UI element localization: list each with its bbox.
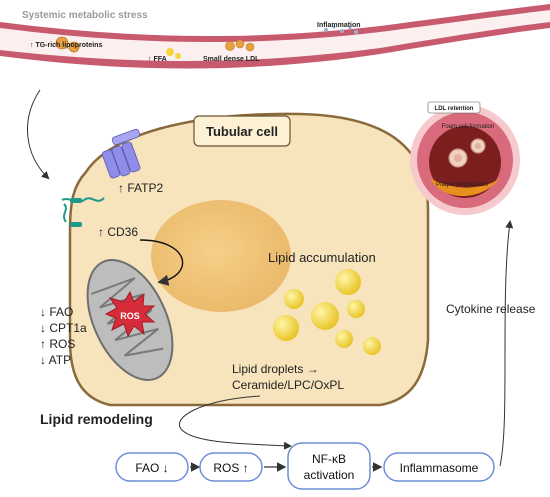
ffa-label: ↑ FFA	[148, 56, 167, 63]
artery-cross-section: LDL retention Foam cell formation Plaque…	[410, 101, 520, 215]
cell-title: Tubular cell	[206, 124, 278, 139]
plaque	[430, 178, 500, 197]
pathway-step-nfkb-line2: activation	[304, 468, 355, 482]
blood-vessel: Systemic metabolic stress ↑ TG-rich lipo…	[0, 4, 550, 69]
tg-lipoprotein-label: ↑ TG-rich lipoproteins	[30, 42, 102, 49]
lipid-accumulation-label: Lipid accumulation	[268, 250, 376, 265]
pathway-step-inflammasome: Inflammasome	[400, 461, 479, 475]
lipid-droplets-label: Lipid droplets →	[232, 362, 319, 376]
pathway-box-fao	[115, 452, 189, 482]
pathway-step-nfkb: NF-κB	[312, 452, 346, 466]
pathway-step-ros: ROS ↑	[213, 461, 248, 475]
fatp2-label: ↑ FATP2	[118, 181, 163, 195]
nucleus	[151, 200, 291, 312]
small-dense-ldl-label: Small dense LDL	[203, 56, 260, 63]
pathway: FAO ↓ ROS ↑ NF-κB activation Inflammasom…	[115, 442, 495, 490]
tubular-cell: Tubular cell ↑ FATP2 ↑ CD36 ROS	[40, 112, 430, 407]
cd36-to-mito-arrow	[139, 239, 184, 286]
pathway-box-inflammasome	[383, 452, 495, 482]
fatp2-transporter-icon	[101, 128, 141, 179]
pathway-box-nfkb	[287, 442, 371, 490]
ldl-retention-label: LDL retention	[435, 106, 474, 112]
mito-change-fao: ↓ FAO	[40, 305, 73, 319]
lipid-droplets	[273, 269, 381, 355]
pathway-box-ros	[199, 452, 263, 482]
vessel-lumen	[0, 10, 550, 62]
lipoprotein-particles	[55, 25, 358, 59]
cd36-label: ↑ CD36	[98, 225, 138, 239]
inflammation-label: Inflammation	[317, 22, 361, 29]
cell-title-box	[193, 115, 291, 147]
foam-cell-label: Foam cell formation	[442, 124, 495, 130]
ceramide-label: Ceramide/LPC/OxPL	[232, 378, 344, 392]
mito-change-ros: ↑ ROS	[40, 337, 75, 351]
remodeling-to-nfkb-arrow	[179, 395, 292, 450]
ldl-retention-box	[427, 101, 481, 114]
mito-change-cpt1a: ↓ CPT1a	[40, 321, 87, 335]
mito-change-atp: ↓ ATP	[40, 353, 71, 367]
cytokine-arrow	[499, 220, 514, 467]
lipid-remodeling-title: Lipid remodeling	[40, 411, 153, 427]
cytokine-release-label: Cytokine release	[446, 302, 536, 316]
pathway-step-fao: FAO ↓	[135, 461, 168, 475]
ros-burst-icon	[104, 290, 156, 338]
ros-label: ROS	[120, 311, 140, 321]
plaque-progression-label: Plaque progression	[436, 182, 488, 188]
vessel-to-cell-arrow	[27, 89, 50, 180]
cd36-receptor-icon	[61, 197, 105, 227]
vessel-title: Systemic metabolic stress	[22, 10, 148, 21]
